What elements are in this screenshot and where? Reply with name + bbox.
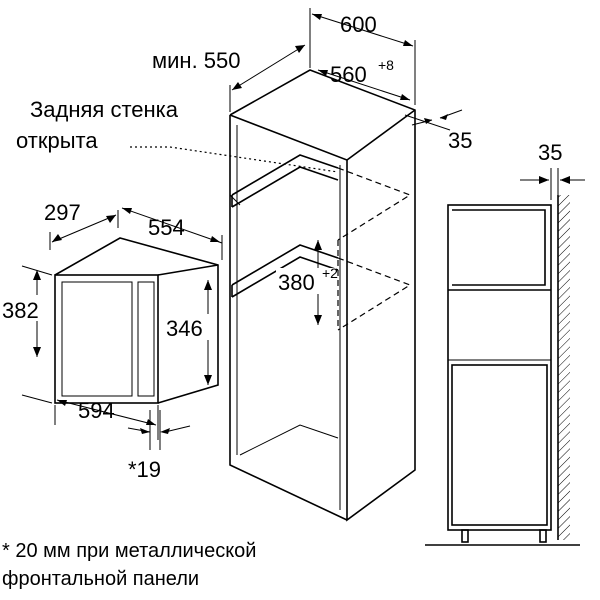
- dim-346: 346: [164, 280, 214, 385]
- dim-380-label: 380: [278, 270, 315, 295]
- dim-297-label: 297: [44, 200, 81, 225]
- cabinet-drawing: [229, 69, 416, 522]
- dim-min-550-label: мин. 550: [152, 48, 241, 73]
- dim-560: 560 +8: [317, 57, 411, 101]
- dim-560-tolerance: +8: [378, 57, 394, 73]
- dim-382-label: 382: [2, 298, 39, 323]
- dim-600: 600: [309, 8, 416, 105]
- dim-19: *19: [127, 410, 191, 482]
- footnote-line2: фронтальной панели: [2, 568, 199, 590]
- footnote-line1: * 20 мм при металлической: [2, 540, 256, 562]
- side-view-drawing: [425, 195, 580, 546]
- dim-35-top-label: 35: [448, 128, 472, 153]
- dim-594-label: 594: [78, 398, 115, 423]
- dim-600-label: 600: [340, 12, 377, 37]
- rear-note-line2: открыта: [16, 128, 98, 153]
- dim-594: 594: [54, 398, 159, 440]
- footnote: * 20 мм при металлической фронтальной па…: [2, 540, 256, 590]
- dim-35-top: 35: [404, 109, 472, 153]
- dim-560-label: 560: [330, 62, 367, 87]
- dim-19-label: *19: [128, 457, 161, 482]
- rear-wall-note: Задняя стенка открыта: [16, 97, 339, 173]
- dim-554: 554: [121, 207, 223, 260]
- microwave-drawing: [54, 237, 219, 404]
- dim-382: 382: [0, 265, 53, 404]
- dim-554-label: 554: [148, 215, 185, 240]
- dim-380: 380 +2: [276, 240, 338, 325]
- dim-380-tolerance: +2: [322, 265, 338, 281]
- dim-346-label: 346: [166, 316, 203, 341]
- dim-35-side: 35: [520, 140, 585, 200]
- rear-note-line1: Задняя стенка: [30, 97, 179, 122]
- dim-35-side-label: 35: [538, 140, 562, 165]
- dim-min-550: мин. 550: [152, 44, 306, 112]
- dim-297: 297: [44, 200, 119, 250]
